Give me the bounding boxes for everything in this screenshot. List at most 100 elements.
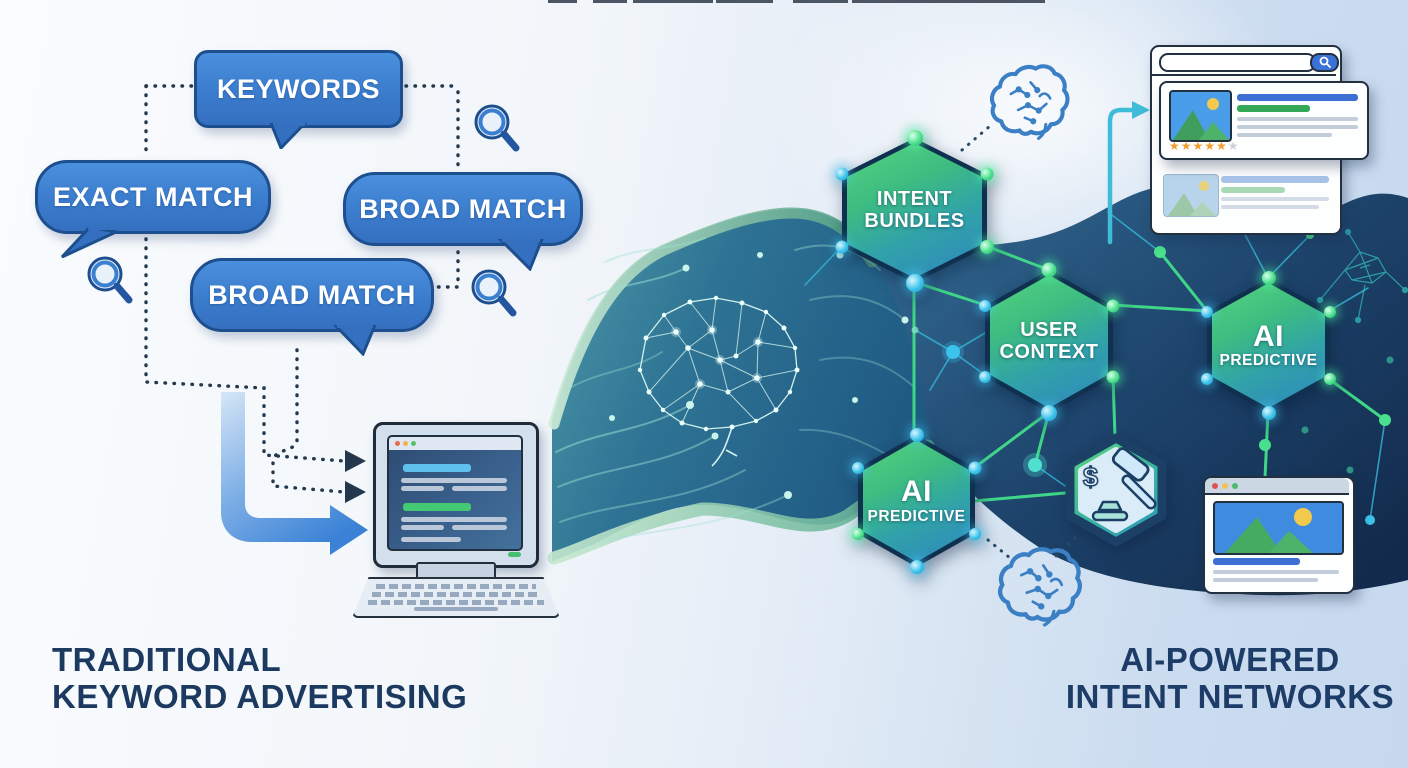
- keyboard: [352, 577, 560, 618]
- network-node: [852, 528, 864, 540]
- monitor-power-light: [508, 552, 521, 557]
- hexagon-ai-predictive-right: AI PREDICTIVE: [1201, 271, 1336, 420]
- brain-icon-bottom: [992, 544, 1088, 633]
- bubble-exact-match-label: EXACT MATCH: [53, 181, 253, 212]
- bubble-broad-match-1-label: BROAD MATCH: [359, 193, 567, 224]
- screen-highlight-bar-green: [403, 503, 471, 511]
- network-node: [1106, 370, 1120, 384]
- bubble-keywords-label: KEYWORDS: [216, 73, 380, 104]
- bubble-broad-match-2-label: BROAD MATCH: [208, 279, 416, 310]
- hexagon-label: INTENT BUNDLES: [842, 138, 987, 283]
- right-title-line1: AI-POWERED: [1120, 641, 1340, 678]
- search-result-2-text: [1221, 197, 1329, 201]
- screen-highlight-bar-cyan: [403, 464, 471, 472]
- bubble-broad-match-2: BROAD MATCH: [190, 258, 434, 356]
- monitor-screen-topbar: [389, 437, 521, 450]
- network-lines-green: [912, 244, 1387, 503]
- traffic-dot-red: [1212, 483, 1218, 489]
- ad-thumbnail: [1169, 90, 1232, 142]
- screen-text-bar: [401, 525, 444, 530]
- network-node: [968, 461, 982, 475]
- hexagon-label-line2: BUNDLES: [864, 209, 965, 232]
- display-ad-image: [1213, 501, 1344, 555]
- magnifier-icon-3: [468, 266, 518, 322]
- bubble-keywords: KEYWORDS: [194, 50, 403, 149]
- blue-arrow: [221, 392, 368, 555]
- hexagon-user-context: USER CONTEXT: [979, 262, 1120, 421]
- ad-text-bar: [1237, 133, 1332, 137]
- magnifier-icon-2: [84, 253, 134, 309]
- traffic-dot-green: [1232, 483, 1238, 489]
- display-ad-text: [1213, 578, 1318, 582]
- hexagon-label: USER CONTEXT: [985, 270, 1113, 413]
- hexagon-label-line2: PREDICTIVE: [867, 507, 966, 525]
- dollar-icon: $: [1082, 461, 1099, 492]
- screen-text-bar: [401, 486, 444, 491]
- search-input: [1159, 53, 1316, 72]
- traffic-dot-yellow: [403, 441, 408, 446]
- screen-text-bar: [401, 478, 507, 483]
- monitor-screen: [387, 435, 523, 551]
- network-node: [835, 240, 849, 254]
- bubble-keywords-tail: [269, 123, 308, 149]
- ad-text-bar: [1237, 125, 1358, 129]
- magnifier-icon-1: [471, 101, 521, 157]
- search-icon: [1319, 56, 1331, 68]
- network-node: [980, 167, 994, 181]
- dashed-arrowhead-1: [345, 450, 366, 472]
- hexagon-label-line1: AI: [1253, 319, 1284, 353]
- hexagon-fill: [1212, 283, 1325, 408]
- bubble-exact-match-tail: [60, 227, 118, 259]
- traffic-dot-yellow: [1222, 483, 1228, 489]
- network-node: [1041, 262, 1057, 278]
- teal-arrow: [1107, 101, 1150, 245]
- window-titlebar: [1205, 478, 1349, 495]
- network-node: [1261, 271, 1276, 285]
- gavel-icon: [1091, 447, 1157, 522]
- auction-gavel-badge: $: [1063, 432, 1169, 548]
- keyboard-keys: [376, 584, 536, 589]
- search-result-2-thumbnail: [1163, 174, 1219, 217]
- hexagon-label: AI PREDICTIVE: [858, 435, 975, 567]
- network-node: [1201, 373, 1213, 386]
- network-node: [1324, 305, 1336, 318]
- brain-wireframe-icon: [1316, 228, 1408, 324]
- hexagon-label-line2: PREDICTIVE: [1219, 352, 1318, 370]
- traffic-dot-green: [411, 441, 416, 446]
- network-node: [852, 462, 864, 474]
- hexagon-ai-predictive-bottom: AI PREDICTIVE: [852, 428, 982, 574]
- network-node: [905, 274, 924, 292]
- hexagon-label-line1: AI: [901, 475, 932, 509]
- screen-text-bar: [401, 517, 507, 522]
- search-result-2-title: [1221, 176, 1329, 183]
- network-node: [906, 130, 923, 146]
- screen-text-bar: [452, 525, 507, 530]
- bubble-broad-match-1: BROAD MATCH: [343, 172, 583, 271]
- search-button: [1310, 53, 1339, 72]
- traffic-dot-red: [395, 441, 400, 446]
- hexagon-label-line2: CONTEXT: [999, 340, 1099, 363]
- bubble-broad-match-1-tail: [498, 239, 544, 271]
- ad-result-card: ★★★★★★: [1159, 81, 1369, 160]
- display-ad-title: [1213, 558, 1300, 565]
- keyboard-keys: [372, 592, 540, 597]
- network-node: [909, 560, 924, 574]
- network-node: [980, 239, 994, 254]
- neural-brain-nodes: [637, 295, 800, 432]
- wave-edge-top: [548, 207, 878, 430]
- stars-filled: ★★★★★: [1169, 139, 1228, 153]
- ad-url-bar: [1237, 105, 1310, 112]
- brain-icon-top: [983, 61, 1076, 147]
- hexagon-label-line1: INTENT: [876, 187, 953, 210]
- computer-monitor: [352, 420, 560, 620]
- bubble-broad-match-2-tail: [333, 325, 377, 356]
- network-node: [1201, 305, 1213, 318]
- network-node: [1106, 299, 1120, 313]
- ad-title-bar: [1237, 94, 1358, 101]
- search-result-2-url: [1221, 187, 1285, 193]
- dotted-connectors: [144, 84, 460, 494]
- left-title-line2: KEYWORD ADVERTISING: [52, 678, 468, 715]
- network-node: [1041, 405, 1057, 421]
- keyboard-keys: [368, 600, 544, 605]
